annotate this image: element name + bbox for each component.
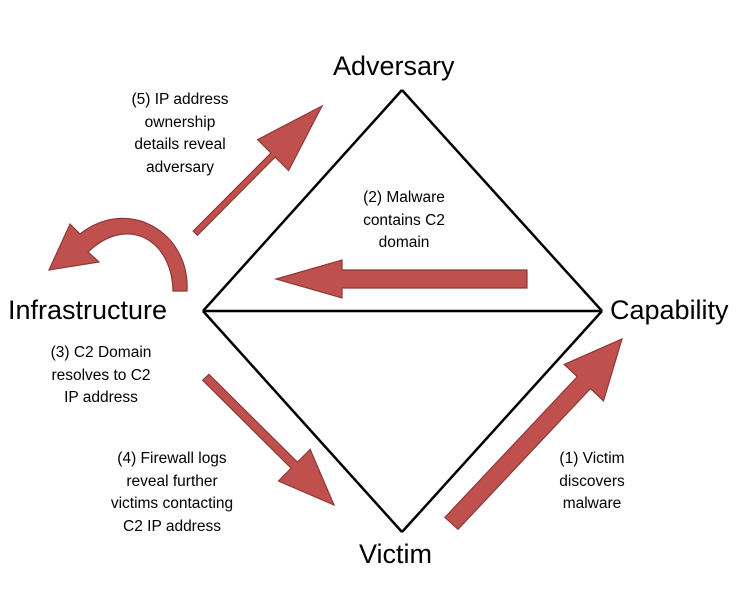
curved-arrow-icon (47, 217, 188, 292)
note-step5: (5) IP address ownership details reveal … (102, 89, 258, 179)
note-step4: (4) Firewall logs reveal further victims… (88, 448, 256, 538)
vertex-label-infrastructure: Infrastructure (8, 295, 168, 325)
arrow-step5-icon (192, 104, 324, 237)
note-step2-line: (2) Malware (363, 189, 445, 206)
note-step5-line: adversary (145, 158, 215, 176)
vertex-label-adversary: Adversary (333, 51, 455, 81)
vertex-label-capability: Capability (610, 295, 729, 325)
edge-infrastructure-victim (202, 310, 403, 533)
note-step4-line: victims contacting (110, 495, 234, 512)
note-step3-line: (3) C2 Domain (50, 344, 152, 361)
note-step1: (1) Victim discovers malware (532, 448, 652, 516)
note-step5-line: (5) IP address (131, 91, 229, 108)
edge-adversary-infrastructure (202, 89, 403, 312)
arrow-step1-icon (444, 337, 623, 531)
note-step5-line: details reveal (134, 136, 226, 153)
note-step2-line: contains C2 (363, 211, 445, 229)
note-step5-line: ownership (144, 113, 216, 131)
edge-capability-victim (401, 310, 603, 533)
note-step1-line: malware (562, 495, 622, 512)
note-step1-line: discovers (559, 472, 625, 490)
note-step4-line: C2 IP address (123, 517, 221, 535)
diamond-edges (202, 89, 603, 533)
vertex-label-victim: Victim (359, 539, 433, 569)
arrow-step4-icon (201, 373, 336, 507)
note-step2: (2) Malware contains C2 domain (334, 187, 474, 255)
note-step3: (3) C2 Domain resolves to C2 IP address (23, 342, 179, 410)
note-step3-line: resolves to C2 (51, 366, 151, 384)
note-step1-line: (1) Victim (559, 450, 625, 467)
note-step4-line: (4) Firewall logs (117, 450, 227, 467)
note-step4-line: reveal further (126, 472, 218, 490)
edge-adversary-capability (401, 89, 603, 312)
arrow-step2-icon (273, 259, 528, 299)
note-step3-line: IP address (64, 389, 138, 406)
note-step2-line: domain (378, 234, 430, 251)
